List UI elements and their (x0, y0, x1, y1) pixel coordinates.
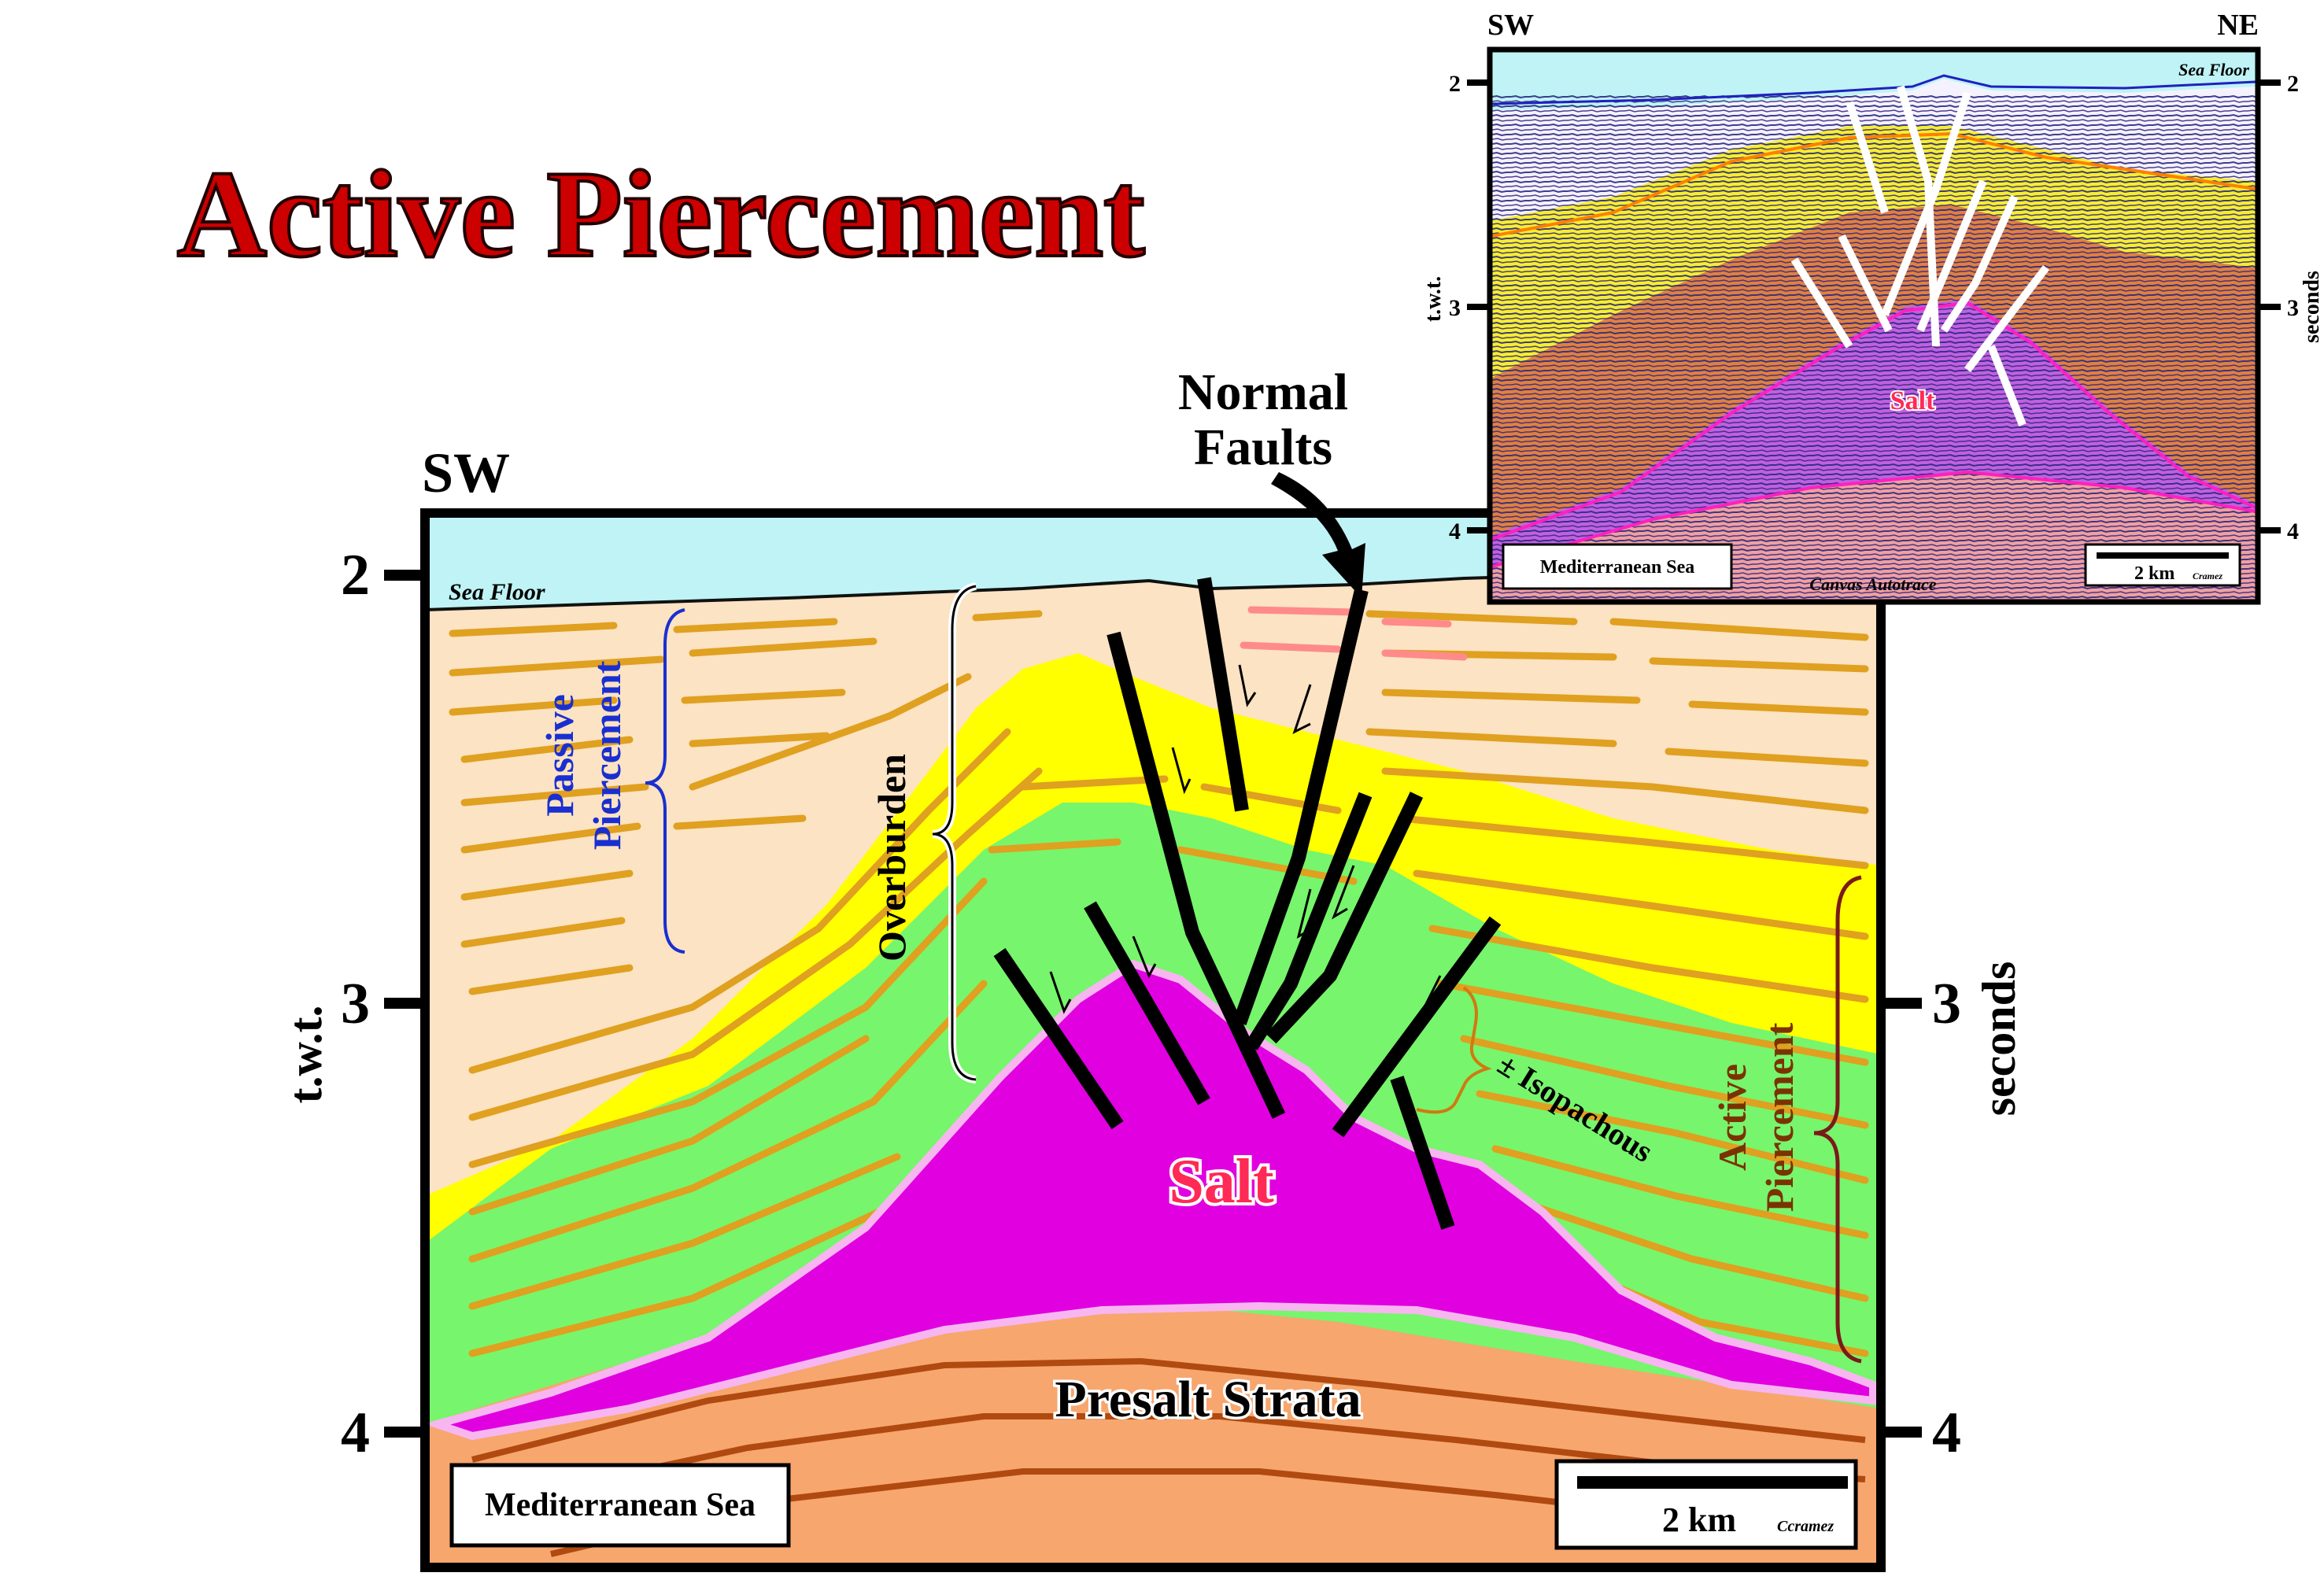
right-tick-4: 4 (1932, 1401, 1961, 1465)
inset-direction-ne: NE (2217, 9, 2259, 42)
page-title: Active Piercement (177, 146, 1145, 283)
sea-floor-label: Sea Floor (449, 579, 545, 605)
direction-sw-label: SW (422, 441, 510, 504)
overburden-reflectors (449, 610, 1869, 1357)
active-piercement-brace (1813, 875, 1862, 1364)
scale-bar (1577, 1476, 1848, 1489)
normal-faults-label-line1: Normal (1178, 364, 1348, 421)
passive-piercement-brace (645, 608, 685, 954)
inset-left-tick-3: 3 (1449, 295, 1461, 321)
left-tick-2: 2 (341, 543, 370, 607)
inset-salt-label: Salt (1890, 386, 1935, 415)
passive-piercement-label-line2: Piercement (585, 660, 629, 850)
fault-slip-arrows (1049, 664, 1442, 1026)
inset-scale-bar (2097, 552, 2229, 559)
inset-scale-label: 2 km (2134, 563, 2174, 584)
presalt-label: Presalt Strata (1055, 1371, 1361, 1428)
inset-right-axis-title: seconds (2300, 271, 2324, 343)
normal-faults-pointer-arrow (1271, 472, 1365, 598)
axis-ticks (384, 570, 1922, 1438)
passive-piercement-label-line1: Passive (538, 694, 582, 817)
isopachous-brace (1416, 986, 1492, 1114)
normal-faults (993, 577, 1502, 1230)
inset-location-label: Mediterranean Sea (1540, 557, 1695, 578)
inset-scale-box (2084, 543, 2241, 587)
active-piercement-label-line2: Piercement (1757, 1022, 1801, 1212)
scale-box (1554, 1459, 1858, 1550)
active-piercement-label-line1: Active (1710, 1064, 1754, 1171)
right-axis-title: seconds (1973, 962, 2025, 1117)
inset-location-box (1502, 543, 1733, 590)
location-label: Mediterranean Sea (485, 1487, 756, 1523)
credit-label: Ccramez (1777, 1518, 1834, 1535)
inset-left-tick-2: 2 (1449, 71, 1461, 97)
left-tick-4: 4 (341, 1401, 370, 1465)
inset-seismic-section: Salt Sea Floor Canvas Autotrace Mediterr… (1421, 9, 2324, 605)
inset-left-axis-title: t.w.t. (1421, 276, 1446, 322)
inset-frame (1487, 46, 2261, 605)
inset-left-tick-4: 4 (1449, 519, 1461, 545)
inset-credit-label: Cramez (2193, 570, 2222, 581)
left-tick-3: 3 (341, 972, 370, 1036)
section-frame (420, 508, 1886, 1572)
overburden-label: Overburden (870, 754, 914, 962)
inset-right-tick-2: 2 (2287, 71, 2299, 97)
scale-label: 2 km (1662, 1501, 1736, 1539)
left-axis-title: t.w.t. (279, 1006, 331, 1104)
inset-sea-floor-label: Sea Floor (2178, 60, 2249, 79)
location-box (449, 1463, 791, 1548)
right-tick-3: 3 (1932, 972, 1961, 1036)
overburden-brace (932, 585, 977, 1081)
main-cross-section: Sea Floor SW Normal Faults Passive Pierc… (279, 364, 2025, 1572)
inset-trace-credit: Canvas Autotrace (1809, 574, 1936, 594)
salt-label: Salt (1169, 1147, 1274, 1216)
crest-reflectors (1240, 606, 1468, 661)
inset-right-tick-3: 3 (2287, 295, 2299, 321)
inset-axis-ticks (1467, 79, 2281, 533)
normal-faults-label-line2: Faults (1194, 419, 1332, 476)
inset-right-tick-4: 4 (2287, 519, 2299, 545)
inset-direction-sw: SW (1487, 9, 1534, 42)
